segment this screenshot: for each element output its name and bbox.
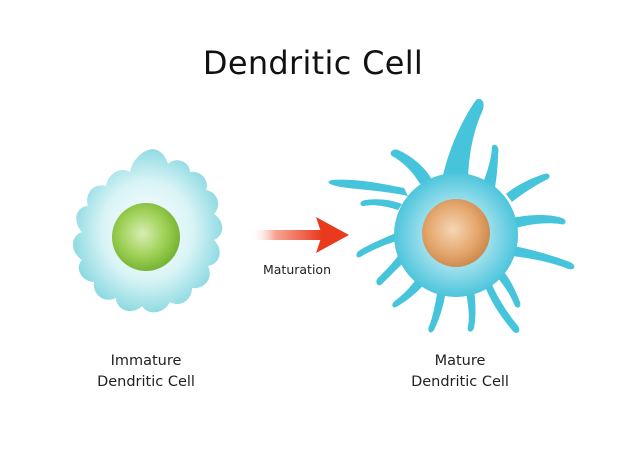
immature-label-line1: Immature bbox=[110, 353, 182, 369]
dendrite bbox=[428, 288, 446, 333]
immature-dendritic-cell bbox=[73, 149, 223, 313]
mature-nucleus bbox=[422, 199, 490, 267]
dendrite bbox=[356, 232, 400, 258]
mature-label-line2: Dendritic Cell bbox=[411, 374, 509, 390]
dendrite bbox=[512, 246, 575, 270]
maturation-label: Maturation bbox=[262, 262, 331, 277]
mature-label-line1: Mature bbox=[434, 353, 486, 369]
dendrite bbox=[442, 98, 484, 184]
dendrite bbox=[466, 290, 476, 332]
dendrite bbox=[328, 179, 408, 196]
mature-cell-label: Mature Dendritic Cell bbox=[350, 351, 570, 393]
diagram-title: Dendritic Cell bbox=[202, 44, 424, 82]
dendrite bbox=[498, 272, 521, 308]
mature-dendritic-cell bbox=[328, 98, 575, 333]
immature-cell-label: Immature Dendritic Cell bbox=[36, 351, 256, 393]
arrow-head bbox=[316, 217, 349, 253]
immature-label-line2: Dendritic Cell bbox=[97, 374, 195, 390]
immature-nucleus bbox=[112, 203, 180, 271]
dendrite bbox=[376, 256, 404, 286]
dendrite bbox=[484, 280, 520, 333]
dendrite bbox=[390, 149, 432, 184]
dendrite bbox=[360, 199, 402, 210]
dendrite bbox=[512, 215, 566, 228]
arrow-shaft bbox=[250, 230, 322, 240]
dendrite bbox=[392, 276, 426, 308]
dendrite bbox=[506, 173, 550, 202]
maturation-arrow bbox=[250, 217, 349, 253]
